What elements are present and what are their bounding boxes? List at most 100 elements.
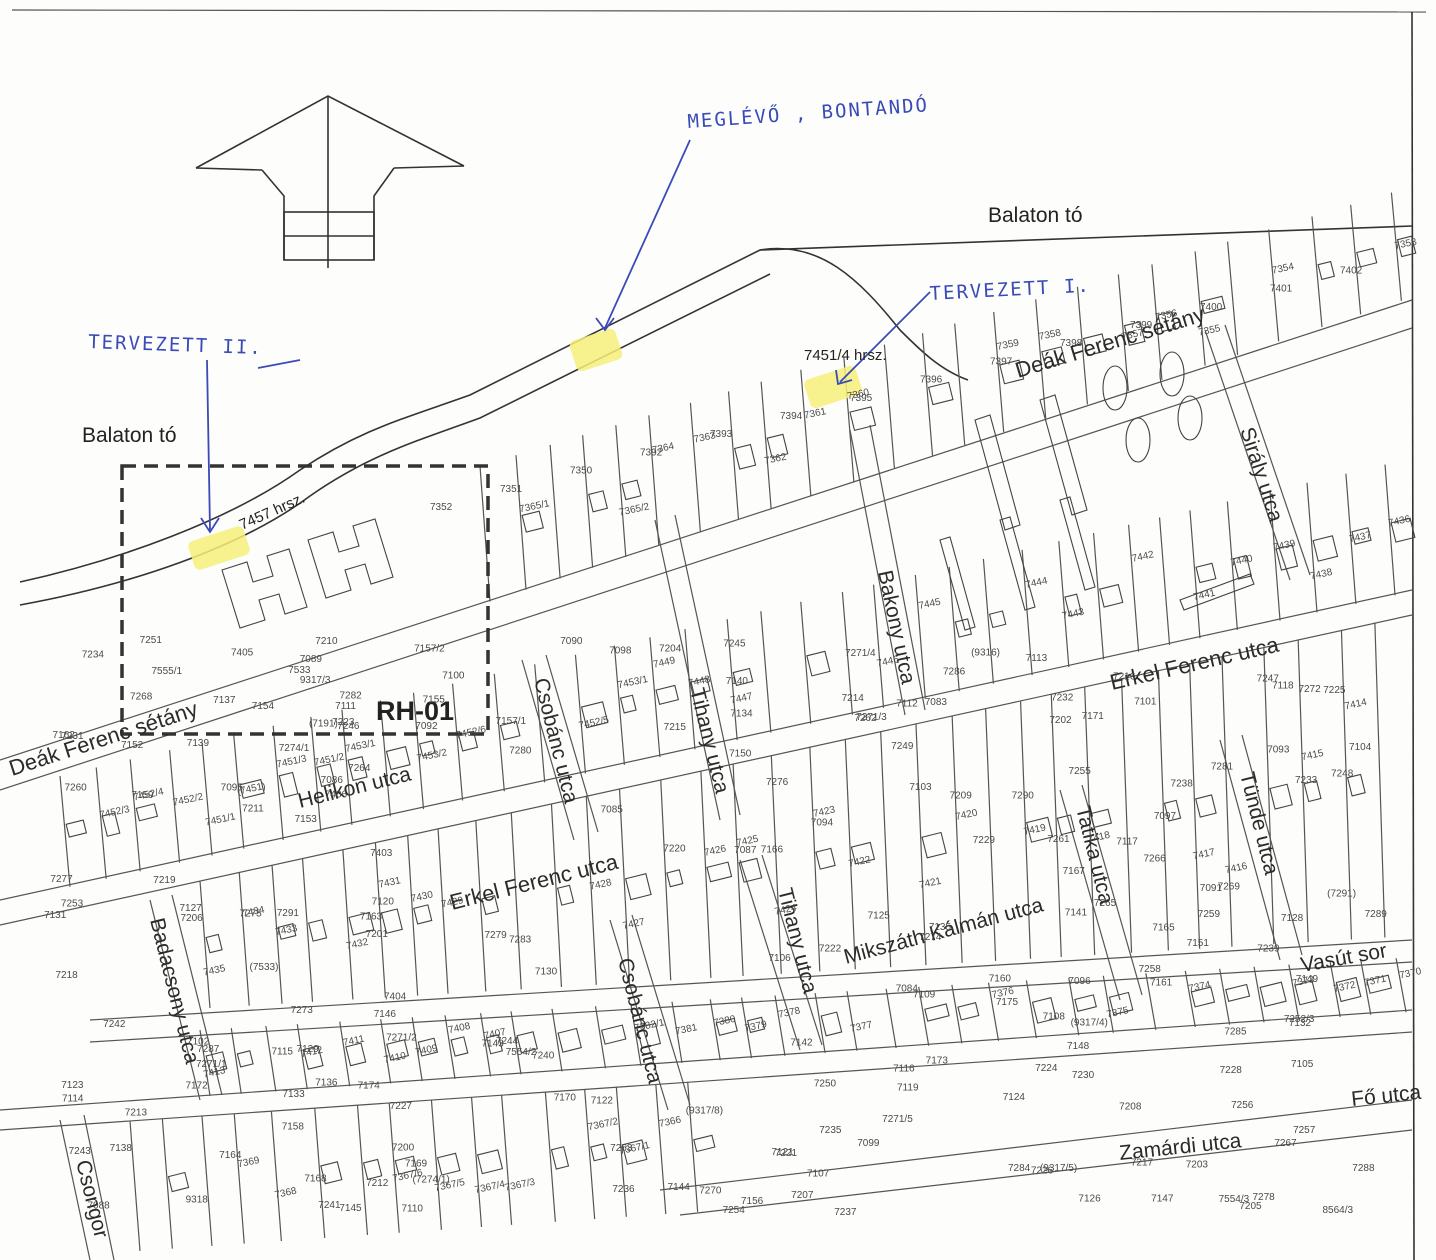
parcel-divider xyxy=(342,849,354,1000)
parcel-number: 7273 xyxy=(291,1005,314,1016)
house-footprint xyxy=(320,1161,343,1185)
parcel-number: 7395 xyxy=(850,393,873,404)
parcel-divider xyxy=(880,731,892,968)
parcel-divider xyxy=(689,402,702,533)
building-footprints xyxy=(65,235,1417,1193)
parcel-divider xyxy=(1268,229,1280,342)
parcel-divider xyxy=(233,1113,245,1244)
parcel-number: 9317/3 xyxy=(300,675,331,686)
house-footprint xyxy=(988,610,1007,629)
parcel-number: 7228 xyxy=(1220,1065,1243,1076)
parcel-number: 7225 xyxy=(1323,685,1346,696)
house-footprint xyxy=(450,1036,469,1057)
parcel-number: 7152 xyxy=(121,740,144,751)
parcel-number: 7157/2 xyxy=(414,643,445,654)
parcel-number: 7242 xyxy=(103,1019,126,1030)
parcel-number: 7161 xyxy=(1150,977,1173,988)
parcel-number: 7375 xyxy=(1106,1005,1130,1020)
parcel-number: 7218 xyxy=(55,970,78,981)
parcel-number: 7164 xyxy=(219,1150,242,1161)
parcel-number: 7174 xyxy=(358,1080,381,1091)
existing-building-highlight xyxy=(569,328,623,372)
parcel-number: 7419 xyxy=(1023,822,1047,837)
parcel-divider xyxy=(1092,532,1105,660)
parcel-number: 7209 xyxy=(950,790,973,801)
house-footprint xyxy=(1356,247,1378,268)
parcel-divider xyxy=(1297,639,1309,943)
parcel-number: 7271/5 xyxy=(882,1114,913,1125)
parcel-number: 7453/1 xyxy=(617,674,650,691)
parcel-number: 7217 xyxy=(1131,1158,1154,1169)
parcel-divider xyxy=(1350,204,1362,315)
parcel-divider xyxy=(1311,216,1323,328)
parcel-number: 7440 xyxy=(1230,553,1254,568)
parcel-number: 7237 xyxy=(834,1207,857,1218)
parcel-number: 7258 xyxy=(1139,964,1162,975)
parcel-number: 7362 xyxy=(763,452,787,467)
parcel-number: 7400 xyxy=(1200,302,1223,313)
parcel-number: 7441 xyxy=(1192,588,1216,603)
parcel-divider xyxy=(655,1084,667,1215)
parcel-number: 7435 xyxy=(202,963,226,978)
parcel-number: 7095 xyxy=(221,782,244,793)
parcel-number: 7427 xyxy=(622,917,646,932)
parcel-number: 7448 xyxy=(687,674,711,689)
annotation-planned-1: TERVEZETT I. xyxy=(929,275,1091,305)
parcel-divider xyxy=(1189,663,1201,949)
parcel-number: 7246 xyxy=(337,721,360,732)
parcel-number: 7173 xyxy=(926,1056,949,1067)
house-footprint xyxy=(738,857,763,883)
parcel-number: 7157/1 xyxy=(496,716,527,727)
parcel-number: 7265 xyxy=(1094,898,1117,909)
parcel-number: 7250 xyxy=(814,1079,837,1090)
parcel-divider xyxy=(1269,491,1281,621)
parcel-number: 7202 xyxy=(1049,715,1072,726)
parcel-number: 7445 xyxy=(918,597,942,612)
parcel-divider xyxy=(613,645,625,765)
house-footprint xyxy=(394,1155,418,1175)
annotation-arrows xyxy=(200,139,931,534)
street-fo: Fő utca xyxy=(1350,1081,1422,1111)
house-footprint xyxy=(921,831,947,859)
parcel-number: 7098 xyxy=(609,645,632,656)
house-footprint xyxy=(624,873,652,901)
parcel-number: 7207 xyxy=(791,1190,814,1201)
parcel-divider xyxy=(809,746,821,972)
parcel-divider xyxy=(1340,629,1353,940)
parcel-number: 7366 xyxy=(658,1114,682,1129)
parcel-number: 7099 xyxy=(857,1138,880,1149)
parcel-number: 7374 xyxy=(1188,979,1212,994)
parcel-number: (9317/4) xyxy=(1071,1017,1108,1028)
house-footprint xyxy=(1082,333,1107,357)
parcel-number: 7421 xyxy=(918,876,942,891)
parcel-number: 7232 xyxy=(1051,693,1074,704)
parcel-number: 7208 xyxy=(1119,1102,1142,1113)
parcel-divider xyxy=(800,601,812,724)
parcel-number: 7353 xyxy=(1394,237,1418,252)
parcel-number: 7160 xyxy=(989,974,1012,985)
parcel-divider xyxy=(493,673,505,792)
parcel-number: 7272 xyxy=(1298,684,1321,695)
parcel-number: 7371 xyxy=(1363,973,1387,988)
parcel-number: 7402 xyxy=(1340,265,1363,276)
house-footprint xyxy=(619,694,637,714)
parcel-divider xyxy=(1253,966,1265,1023)
parcel-number: 7414 xyxy=(1344,697,1368,712)
parcel-divider xyxy=(475,820,487,992)
parcel-number: 7438 xyxy=(1309,567,1333,582)
parcel-number: 7379 xyxy=(744,1019,768,1034)
parcel-number: 7274 xyxy=(919,932,942,943)
parcel-number: 7418 xyxy=(1087,830,1111,845)
parcel-number: 7151 xyxy=(1187,938,1210,949)
house-footprint xyxy=(636,1022,662,1049)
parcel-number: 7101 xyxy=(1134,696,1157,707)
parcel-divider xyxy=(740,997,753,1059)
parcel-number: 7103 xyxy=(909,782,932,793)
parcel-number: 7431 xyxy=(378,875,402,890)
house-footprint xyxy=(239,778,265,799)
parcel-number: 7238 xyxy=(1171,778,1194,789)
parcel-number: 7275 xyxy=(239,908,262,919)
parcel-number: 7452/2 xyxy=(172,791,205,808)
parcel-divider xyxy=(770,755,782,974)
